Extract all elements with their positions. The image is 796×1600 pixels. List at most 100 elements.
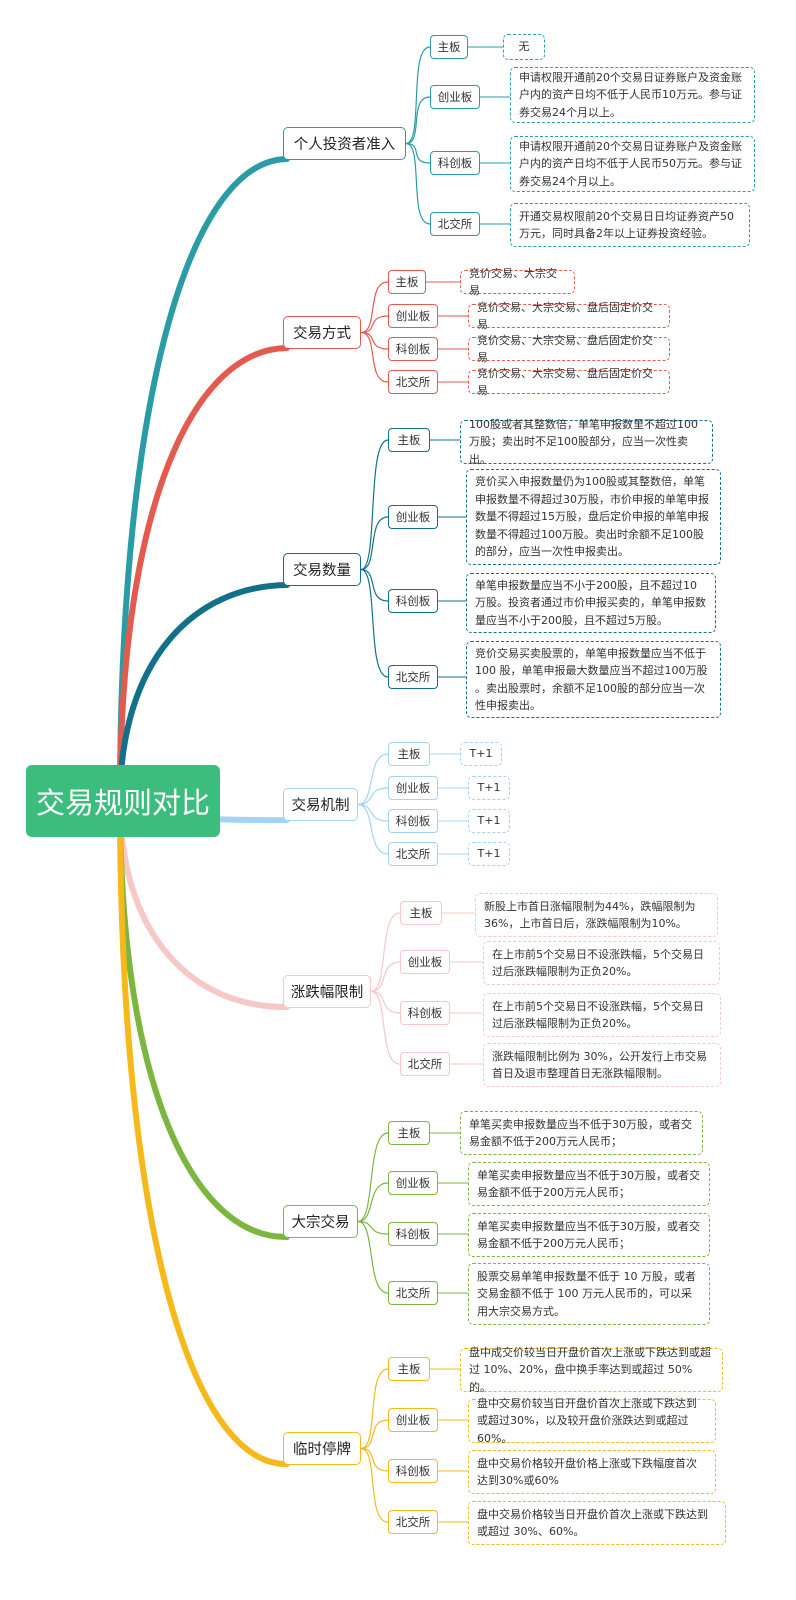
leaf-temporary-halt-chinext-text: 盘中交易价较当日开盘价首次上涨或下跌达到或超过30%，以及较开盘价涨跌达到或超过… — [477, 1396, 697, 1445]
connector-line — [360, 281, 389, 334]
board-trade-mechanism-chinext[interactable]: 创业板 — [388, 776, 438, 800]
leaf-trade-method-chinext[interactable]: 竞价交易、大宗交易、盘后固定价交易 — [468, 301, 670, 331]
branch-block-trade-text: 大宗交易 — [291, 1215, 350, 1231]
connector-line — [117, 798, 290, 1468]
leaf-temporary-halt-main-board-text: 盘中成交价较当日开盘价首次上涨或下跌达到或超过 10%、20%，盘中换手率达到或… — [469, 1345, 711, 1394]
board-block-trade-main-board-text: 主板 — [397, 1126, 421, 1140]
leaf-temporary-halt-star-market-text: 盘中交易价格较开盘价格上涨或下跌幅度首次达到30%或60% — [477, 1456, 697, 1488]
branch-trade-mechanism-text: 交易机制 — [291, 798, 350, 814]
board-trade-quantity-chinext[interactable]: 创业板 — [388, 505, 438, 529]
board-trade-quantity-main-board[interactable]: 主板 — [388, 428, 430, 452]
board-price-limit-star-market[interactable]: 科创板 — [400, 1001, 450, 1025]
board-trade-method-chinext[interactable]: 创业板 — [388, 304, 438, 328]
board-trade-mechanism-main-board[interactable]: 主板 — [388, 742, 430, 766]
leaf-trade-method-main-board[interactable]: 竞价交易、大宗交易 — [460, 267, 575, 297]
board-trade-method-main-board[interactable]: 主板 — [388, 270, 426, 294]
leaf-price-limit-main-board[interactable]: 新股上市首日涨幅限制为44%，跌幅限制为36%，上市首日后，涨跌幅限制为10%。 — [475, 893, 718, 937]
connector-line — [360, 568, 389, 678]
leaf-price-limit-star-market-text: 在上市前5个交易日不设涨跌幅，5个交易日过后涨跌幅限制为正负20%。 — [492, 999, 704, 1031]
leaf-trade-quantity-main-board-text: 100股或者其整数倍，单笔申报数里不超过100万股；卖出时不足100股部分，应当… — [469, 417, 698, 466]
board-trade-quantity-bse[interactable]: 北交所 — [388, 665, 438, 689]
leaf-trade-quantity-star-market[interactable]: 单笔申报数量应当不小于200股，且不超过10万股。投资者通过市价申报买卖的，单笔… — [466, 573, 716, 633]
leaf-block-trade-star-market[interactable]: 单笔买卖申报数量应当不低于30万股，或者交易金额不低于200万元人民币； — [468, 1213, 710, 1257]
board-investor-access-main-board[interactable]: 主板 — [430, 35, 468, 59]
leaf-temporary-halt-chinext[interactable]: 盘中交易价较当日开盘价首次上涨或下跌达到或超过30%，以及较开盘价涨跌达到或超过… — [468, 1397, 716, 1445]
connector-line — [357, 803, 389, 855]
board-trade-method-main-board-text: 主板 — [395, 275, 419, 289]
branch-trade-method[interactable]: 交易方式 — [283, 316, 361, 349]
board-investor-access-bse-text: 北交所 — [437, 217, 473, 231]
branch-price-limit-text: 涨跌幅限制 — [290, 985, 364, 1001]
connector-line — [360, 315, 389, 334]
board-block-trade-star-market-text: 科创板 — [395, 1227, 431, 1241]
leaf-price-limit-bse[interactable]: 涨跌幅限制比例为 30%，公开发行上市交易首日及退市整理首日无涨跌幅限制。 — [483, 1043, 721, 1087]
leaf-temporary-halt-bse[interactable]: 盘中交易价格较当日开盘价首次上涨或下跌达到或超过 30%、60%。 — [468, 1501, 726, 1545]
board-price-limit-chinext[interactable]: 创业板 — [400, 950, 450, 974]
board-investor-access-bse[interactable]: 北交所 — [430, 212, 480, 236]
board-investor-access-star-market-text: 科创板 — [437, 156, 473, 170]
branch-temporary-halt-text: 临时停牌 — [293, 1442, 351, 1458]
board-temporary-halt-chinext[interactable]: 创业板 — [388, 1408, 438, 1432]
leaf-investor-access-star-market[interactable]: 申请权限开通前20个交易日证券账户及资金账户内的资产日均不低于人民币50万元。参… — [510, 136, 755, 192]
branch-price-limit[interactable]: 涨跌幅限制 — [283, 975, 371, 1008]
board-trade-method-bse-text: 北交所 — [395, 375, 431, 389]
leaf-price-limit-star-market[interactable]: 在上市前5个交易日不设涨跌幅，5个交易日过后涨跌幅限制为正负20%。 — [483, 993, 721, 1037]
board-block-trade-main-board[interactable]: 主板 — [388, 1121, 430, 1145]
board-investor-access-main-board-text: 主板 — [437, 40, 461, 54]
leaf-block-trade-chinext[interactable]: 单笔买卖申报数量应当不低于30万股，或者交易金额不低于200万元人民币； — [468, 1162, 710, 1206]
branch-trade-quantity[interactable]: 交易数量 — [283, 553, 361, 586]
connector-line — [360, 439, 389, 571]
board-trade-quantity-star-market[interactable]: 科创板 — [388, 589, 438, 613]
leaf-trade-method-bse[interactable]: 竞价交易、大宗交易、盘后固定价交易 — [468, 367, 670, 397]
board-temporary-halt-star-market[interactable]: 科创板 — [388, 1459, 438, 1483]
leaf-trade-mechanism-bse[interactable]: T+1 — [468, 842, 510, 866]
leaf-investor-access-chinext[interactable]: 申请权限开通前20个交易日证券账户及资金账户内的资产日均不低于人民币10万元。参… — [510, 67, 755, 123]
root-node[interactable]: 交易规则对比 — [26, 765, 220, 837]
board-trade-method-bse[interactable]: 北交所 — [388, 370, 438, 394]
leaf-trade-quantity-chinext[interactable]: 竞价买入申报数量仍为100股或其整数倍，单笔申报数量不得超过30万股，市价申报的… — [466, 469, 721, 565]
board-trade-mechanism-chinext-text: 创业板 — [395, 781, 431, 795]
leaf-block-trade-main-board[interactable]: 单笔买卖申报数量应当不低于30万股，或者交易金额不低于200万元人民币； — [460, 1111, 703, 1155]
board-trade-mechanism-star-market[interactable]: 科创板 — [388, 809, 438, 833]
board-trade-quantity-main-board-text: 主板 — [397, 433, 421, 447]
board-block-trade-bse[interactable]: 北交所 — [388, 1281, 438, 1305]
leaf-investor-access-main-board[interactable]: 无 — [503, 34, 545, 60]
board-price-limit-main-board-text: 主板 — [409, 906, 433, 920]
board-temporary-halt-bse[interactable]: 北交所 — [388, 1510, 438, 1534]
branch-temporary-halt[interactable]: 临时停牌 — [283, 1432, 361, 1465]
board-trade-method-star-market[interactable]: 科创板 — [388, 337, 438, 361]
leaf-trade-mechanism-chinext-text: T+1 — [477, 781, 501, 795]
leaf-trade-method-star-market[interactable]: 竞价交易、大宗交易、盘后固定价交易 — [468, 334, 670, 364]
connector-line — [360, 1447, 389, 1523]
connector-line — [370, 961, 401, 993]
leaf-trade-method-star-market-text: 竞价交易、大宗交易、盘后固定价交易 — [477, 333, 653, 365]
board-block-trade-bse-text: 北交所 — [395, 1286, 431, 1300]
connector-line — [117, 345, 290, 804]
leaf-trade-mechanism-main-board[interactable]: T+1 — [460, 742, 502, 766]
board-block-trade-star-market[interactable]: 科创板 — [388, 1222, 438, 1246]
connector-line — [357, 787, 389, 806]
leaf-trade-quantity-bse-text: 竞价交易买卖股票的，单笔申报数量应当不低于 100 股，单笔申报最大数量应当不超… — [475, 646, 708, 713]
leaf-trade-mechanism-star-market[interactable]: T+1 — [468, 809, 510, 833]
board-temporary-halt-main-board[interactable]: 主板 — [388, 1357, 430, 1381]
leaf-price-limit-main-board-text: 新股上市首日涨幅限制为44%，跌幅限制为36%，上市首日后，涨跌幅限制为10%。 — [484, 899, 696, 931]
board-trade-mechanism-bse[interactable]: 北交所 — [388, 842, 438, 866]
leaf-trade-quantity-main-board[interactable]: 100股或者其整数倍，单笔申报数里不超过100万股；卖出时不足100股部分，应当… — [460, 418, 713, 466]
board-investor-access-chinext[interactable]: 创业板 — [430, 85, 480, 109]
leaf-trade-mechanism-chinext[interactable]: T+1 — [468, 776, 510, 800]
branch-investor-access[interactable]: 个人投资者准入 — [283, 127, 406, 160]
branch-block-trade[interactable]: 大宗交易 — [283, 1205, 358, 1238]
connector-line — [360, 568, 389, 602]
leaf-temporary-halt-main-board[interactable]: 盘中成交价较当日开盘价首次上涨或下跌达到或超过 10%、20%，盘中换手率达到或… — [460, 1346, 723, 1394]
board-price-limit-main-board[interactable]: 主板 — [400, 901, 442, 925]
board-price-limit-chinext-text: 创业板 — [407, 955, 443, 969]
leaf-investor-access-bse[interactable]: 开通交易权限前20个交易日日均证券资产50万元，同时具备2年以上证券投资经验。 — [510, 203, 750, 247]
leaf-block-trade-bse[interactable]: 股票交易单笔申报数量不低于 10 万股，或者交易金额不低于 100 万元人民币的… — [468, 1263, 710, 1325]
leaf-trade-quantity-bse[interactable]: 竞价交易买卖股票的，单笔申报数量应当不低于 100 股，单笔申报最大数量应当不超… — [466, 641, 721, 718]
board-price-limit-bse[interactable]: 北交所 — [400, 1052, 450, 1076]
board-investor-access-star-market[interactable]: 科创板 — [430, 151, 480, 175]
board-block-trade-chinext[interactable]: 创业板 — [388, 1171, 438, 1195]
branch-trade-mechanism[interactable]: 交易机制 — [283, 788, 358, 821]
leaf-price-limit-chinext[interactable]: 在上市前5个交易日不设涨跌幅，5个交易日过后涨跌幅限制为正负20%。 — [483, 941, 720, 985]
leaf-temporary-halt-star-market[interactable]: 盘中交易价格较开盘价格上涨或下跌幅度首次达到30%或60% — [468, 1450, 716, 1494]
